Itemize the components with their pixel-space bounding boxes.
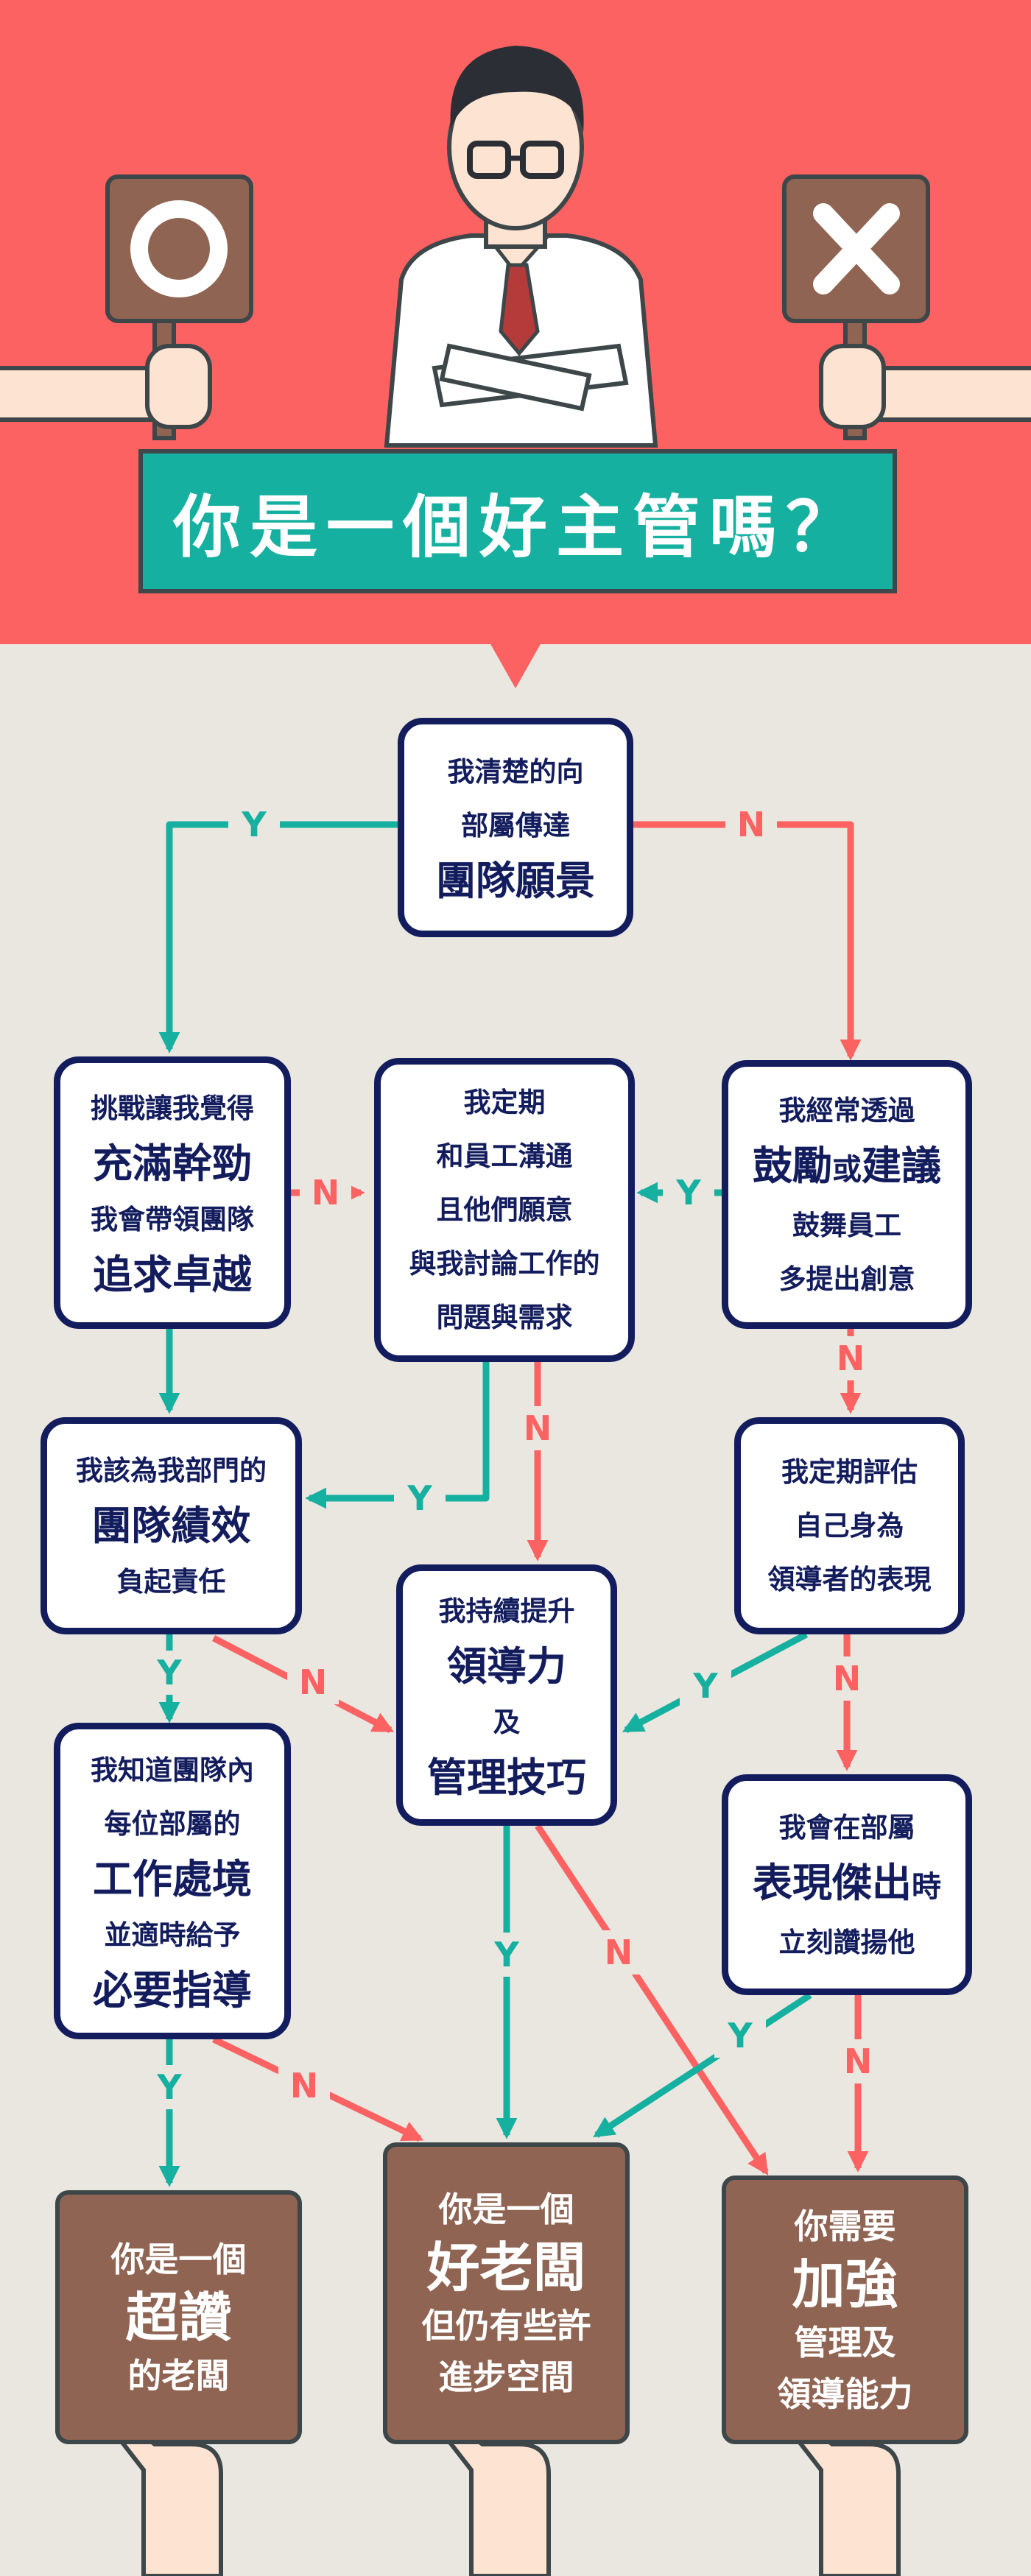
manager-crossed-arms-icon [384,46,658,448]
yes-label: Y [144,1651,195,1695]
header-pointer [490,643,541,688]
no-label: N [278,2064,330,2108]
yes-label: Y [394,1476,446,1520]
question-evaluate: 我定期評估 自己身為 領導者的表現 [734,1417,965,1634]
no-label: N [300,1171,351,1215]
circle-o-icon [0,174,253,440]
no-label: N [825,1336,876,1380]
question-challenge: 挑戰讓我覺得 充滿幹勁 我會帶領團隊 追求卓越 [54,1056,291,1329]
question-praise: 我會在部屬 表現傑出時 立刻讚揚他 [722,1774,972,1995]
result-good-boss: 你是一個 好老闆 但仍有些許 進步空間 [383,2142,630,2444]
question-improve-skills: 我持續提升 領導力 及 管理技巧 [396,1564,617,1826]
no-label: N [287,1660,339,1704]
no-label: N [512,1406,563,1450]
question-communicate: 我定期 和員工溝通 且他們願意 與我討論工作的 問題與需求 [374,1058,635,1362]
question-encourage: 我經常透過 鼓勵或建議 鼓舞員工 多提出創意 [722,1060,972,1329]
yes-label: Y [228,802,280,847]
no-label: N [593,1930,644,1975]
hand-icon [792,2430,901,2576]
question-know-team: 我知道團隊內 每位部屬的 工作處境 並適時給予 必要指導 [54,1723,291,2039]
hand-icon [442,2430,551,2576]
cross-x-icon [782,174,1031,440]
result-needs-improvement: 你需要 加強 管理及 領導能力 [722,2176,968,2444]
page-title: 你是一個好主管嗎？ [138,449,897,593]
yes-label: Y [680,1664,731,1708]
hand-icon [114,2430,223,2576]
yes-label: Y [663,1171,714,1215]
no-label: N [725,802,777,847]
yes-label: Y [714,2014,766,2058]
result-great-boss: 你是一個 超讚 的老闆 [55,2190,302,2444]
yes-label: Y [481,1933,532,1977]
question-team-vision: 我清楚的向 部屬傳達 團隊願景 [398,718,633,937]
question-responsible: 我該為我部門的 團隊績效 負起責任 [41,1417,302,1634]
yes-label: Y [144,2065,195,2109]
no-label: N [832,2039,884,2083]
no-label: N [821,1656,873,1701]
